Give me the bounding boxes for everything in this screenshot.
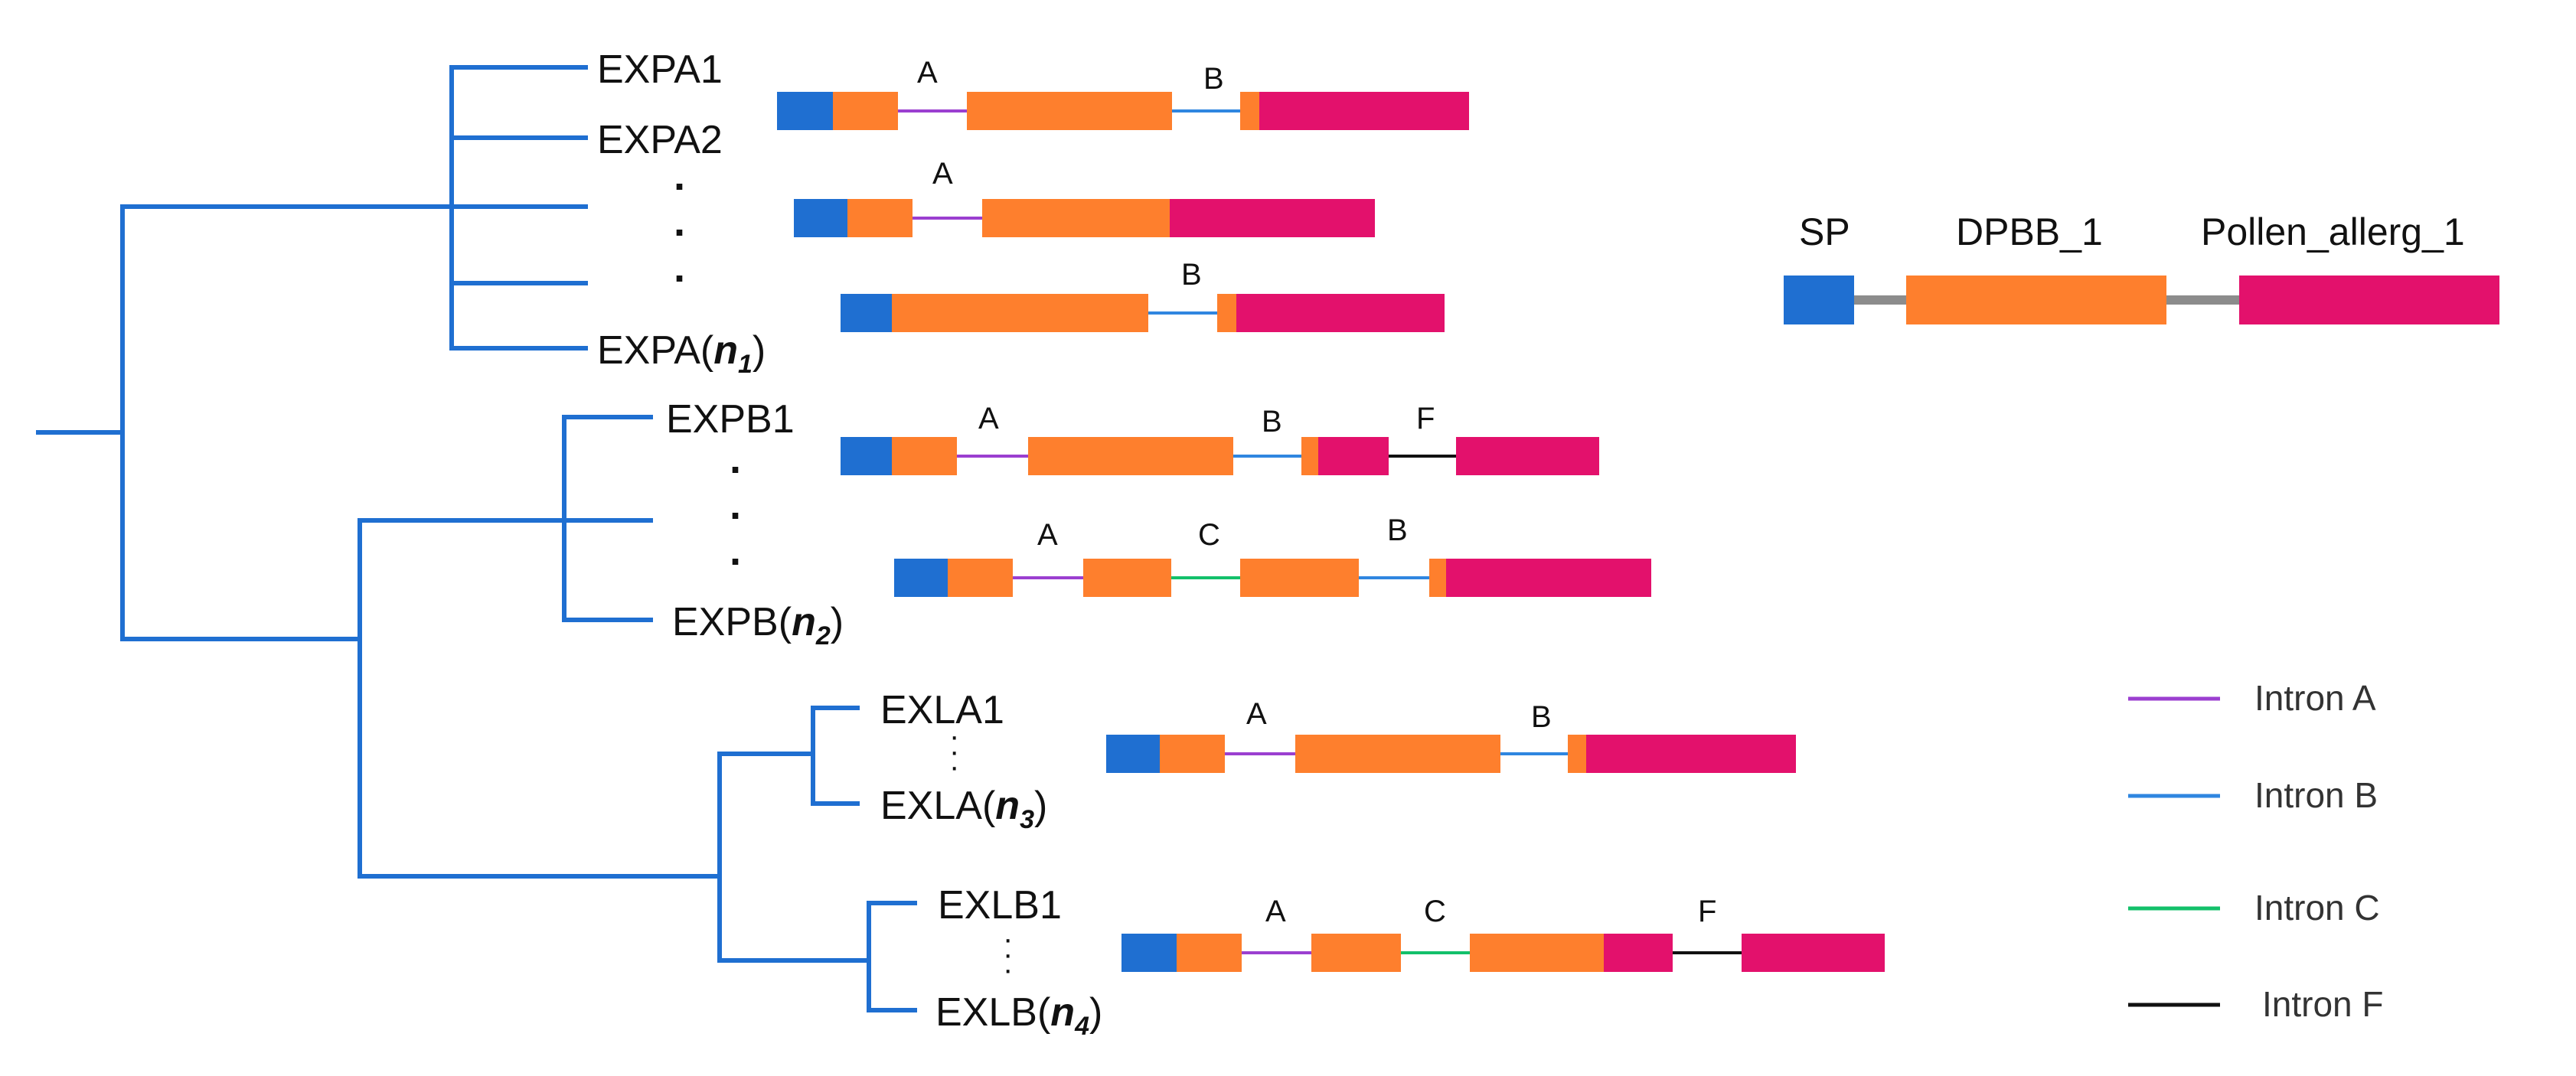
gene-structure-row-6: A B <box>1106 697 1796 773</box>
ellipsis-dot: · <box>1003 953 1013 986</box>
ellipsis-dot: · <box>730 539 743 585</box>
exon-dpbb <box>1083 559 1171 597</box>
exon-pollen <box>1236 294 1445 332</box>
domain-label-pollen: Pollen_allerg_1 <box>2201 210 2465 253</box>
exon-sp <box>794 199 847 237</box>
exon-pollen <box>1586 735 1796 773</box>
ellipsis-dot: · <box>674 256 687 302</box>
gene-structure-row-2: A <box>794 157 1375 237</box>
ellipsis-dot: · <box>730 493 743 539</box>
exon-dpbb <box>1240 559 1359 597</box>
domain-dpbb-box <box>1906 276 2166 324</box>
intron-label-a: A <box>917 56 938 90</box>
intron-label-a: A <box>1037 518 1058 552</box>
leaf-label-exla-n: EXLA(n3) <box>880 784 1047 834</box>
gene-structure-row-5: A C B <box>894 514 1651 597</box>
exon-dpbb <box>982 199 1170 237</box>
leaf-label-expa1: EXPA1 <box>597 47 723 92</box>
ellipsis-dot: · <box>1003 937 1013 971</box>
exon-pollen <box>1259 92 1469 130</box>
leaf-label-exla1: EXLA1 <box>880 688 1004 732</box>
exon-sp <box>777 92 833 130</box>
exon-sp <box>1106 735 1160 773</box>
exon-pollen <box>1170 199 1375 237</box>
exon-sp <box>841 437 892 475</box>
exon-dpbb <box>833 92 898 130</box>
exon-dpbb <box>1160 735 1225 773</box>
exon-pollen <box>1742 934 1885 972</box>
exon-sp <box>894 559 948 597</box>
exon-dpbb <box>1217 294 1236 332</box>
tree-leaf-labels: EXPA1 EXPA2 · · · EXPA(n1) EXPB1 · · · E… <box>597 47 1102 1041</box>
leaf-label-exlb-n: EXLB(n4) <box>935 990 1102 1041</box>
intron-legend: Intron A Intron B Intron C Intron F <box>2128 678 2384 1024</box>
legend-label-intron-f: Intron F <box>2262 984 2384 1024</box>
leaf-label-expa2: EXPA2 <box>597 118 723 162</box>
ellipsis-dot: · <box>949 735 959 768</box>
ellipsis-dot: · <box>674 164 687 210</box>
domain-pollen-box <box>2239 276 2499 324</box>
exon-sp <box>841 294 892 332</box>
gene-structure-row-7: A C F <box>1121 895 1885 972</box>
exon-dpbb <box>1240 92 1259 130</box>
intron-label-b: B <box>1531 700 1552 734</box>
exon-dpbb <box>1295 735 1500 773</box>
domain-label-dpbb: DPBB_1 <box>1956 210 2103 253</box>
exon-pollen <box>1318 437 1389 475</box>
exon-dpbb <box>1028 437 1233 475</box>
exon-pollen <box>1446 559 1651 597</box>
intron-label-b: B <box>1387 514 1408 547</box>
legend-label-intron-b: Intron B <box>2254 775 2378 815</box>
ellipsis-dot: · <box>949 750 959 784</box>
intron-label-f: F <box>1416 402 1435 435</box>
intron-label-b: B <box>1262 405 1282 439</box>
leaf-label-expa-n: EXPA(n1) <box>597 328 766 379</box>
intron-label-c: C <box>1424 895 1446 928</box>
exon-sp <box>1121 934 1177 972</box>
exon-dpbb <box>967 92 1172 130</box>
leaf-label-expb1: EXPB1 <box>666 397 795 442</box>
exon-dpbb <box>1301 437 1318 475</box>
exon-dpbb <box>1429 559 1446 597</box>
domain-sp-box <box>1784 276 1854 324</box>
ellipsis-dot: · <box>674 210 687 256</box>
gene-structure-row-1: A B <box>777 56 1469 130</box>
intron-label-a: A <box>978 402 999 435</box>
domain-label-sp: SP <box>1799 210 1850 253</box>
exon-pollen <box>1456 437 1599 475</box>
exon-dpbb <box>892 437 957 475</box>
leaf-label-exlb1: EXLB1 <box>938 883 1062 928</box>
exon-dpbb <box>847 199 913 237</box>
leaf-label-expb-n: EXPB(n2) <box>672 600 844 650</box>
intron-label-b: B <box>1181 258 1202 292</box>
exon-pollen <box>1604 934 1673 972</box>
exon-dpbb <box>892 294 1148 332</box>
intron-label-a: A <box>932 157 953 191</box>
gene-structure-row-3: B <box>841 258 1445 332</box>
intron-label-a: A <box>1246 697 1267 731</box>
ellipsis-dot: · <box>949 719 959 753</box>
protein-domain-legend: SP DPBB_1 Pollen_allerg_1 <box>1784 210 2499 324</box>
legend-label-intron-c: Intron C <box>2254 888 2380 928</box>
ellipsis-dot: · <box>730 447 743 493</box>
exon-dpbb <box>1177 934 1242 972</box>
phylogenetic-tree <box>36 65 917 1012</box>
exon-dpbb <box>1568 735 1586 773</box>
exon-dpbb <box>948 559 1013 597</box>
ellipsis-dot: · <box>1003 922 1013 956</box>
intron-label-f: F <box>1698 895 1716 928</box>
intron-label-a: A <box>1265 895 1286 928</box>
intron-label-c: C <box>1198 518 1220 552</box>
legend-label-intron-a: Intron A <box>2254 678 2376 718</box>
intron-label-b: B <box>1203 62 1224 96</box>
exon-dpbb <box>1311 934 1401 972</box>
gene-structure-row-4: A B F <box>841 402 1599 475</box>
exon-dpbb <box>1470 934 1604 972</box>
